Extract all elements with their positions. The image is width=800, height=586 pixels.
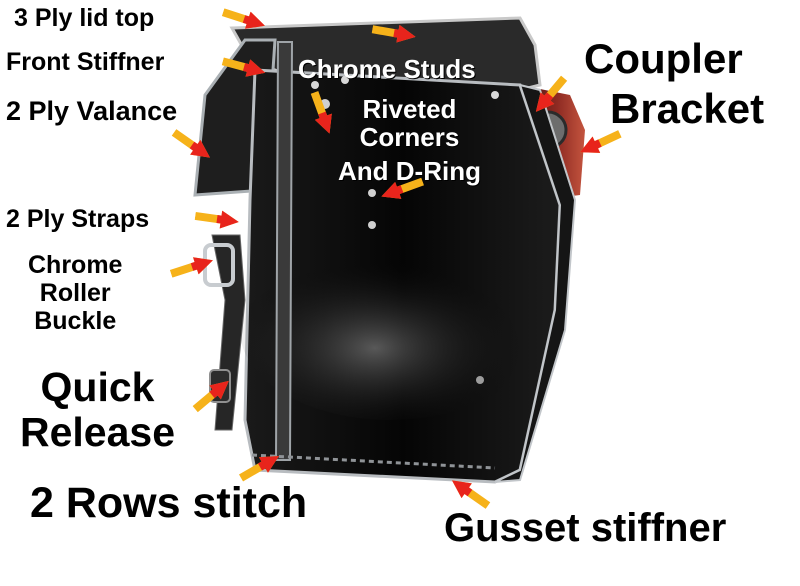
label-riveted-line-3: And D-Ring <box>338 156 481 186</box>
arrow-lid-top-2 <box>371 24 416 43</box>
arrow-stitch <box>238 456 280 482</box>
label-coupler-bracket: Coupler Bracket <box>584 38 764 130</box>
label-riveted-corners: Riveted Corners And D-Ring <box>338 96 481 184</box>
label-valance: 2 Ply Valance <box>6 96 178 126</box>
label-riveted-line-2: Corners <box>359 122 460 152</box>
label-quick-line-2: Release <box>20 409 176 455</box>
label-lid-top: 3 Ply lid top <box>14 4 155 32</box>
label-straps: 2 Ply Straps <box>6 205 150 233</box>
arrow-gusset <box>451 480 491 509</box>
label-coupler-line-2: Bracket <box>610 85 765 132</box>
label-buckle-line-2: Roller <box>39 279 111 307</box>
arrow-riveted <box>381 177 425 199</box>
arrow-valance <box>171 129 211 158</box>
arrow-quick-release <box>192 380 229 413</box>
label-buckle-line-1: Chrome <box>28 251 123 279</box>
label-chrome-roller-buckle: Chrome Roller Buckle <box>28 253 122 334</box>
arrow-lid-top <box>221 8 265 29</box>
arrow-straps <box>194 210 239 229</box>
label-coupler-line-1: Coupler <box>584 35 743 82</box>
arrow-coupler <box>535 75 568 112</box>
label-gusset: Gusset stiffner <box>444 506 727 550</box>
arrow-buckle <box>169 257 213 278</box>
label-stitch: 2 Rows stitch <box>30 479 308 527</box>
label-quick-line-1: Quick <box>40 364 155 410</box>
label-riveted-line-1: Riveted <box>362 94 457 124</box>
arrow-studs <box>310 90 332 134</box>
label-chrome-studs: Chrome Studs <box>298 54 476 84</box>
label-front-stiffner: Front Stiffner <box>6 48 165 76</box>
label-buckle-line-3: Buckle <box>34 307 117 335</box>
label-quick-release: Quick Release <box>20 367 175 453</box>
arrow-front-stiffner <box>221 57 266 77</box>
arrow-bracket <box>580 130 622 153</box>
